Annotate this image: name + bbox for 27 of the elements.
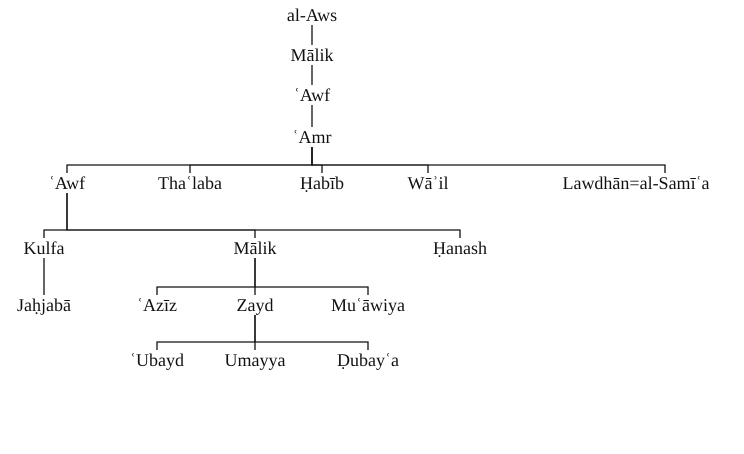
family-line (311, 147, 666, 173)
person-name: Jaḥjabā (16, 295, 72, 315)
person-name: ʿUbayd (129, 350, 185, 370)
person-name: Mālik (290, 45, 334, 65)
family-line (254, 315, 369, 350)
person-name: Ḥabīb (299, 173, 345, 193)
person-name: Umayya (224, 350, 286, 370)
family-line (311, 25, 313, 45)
person-name: Zayd (236, 295, 274, 315)
person-name: Kulfa (22, 238, 66, 258)
person-name: ʿAwf (48, 173, 86, 193)
person-name: ʿAwf (292, 85, 332, 105)
person-name: Ḍubayʿa (336, 350, 400, 370)
person-name: Muʿāwiya (330, 295, 406, 315)
person-name: Lawdhān=al-Samīʿa (561, 173, 711, 193)
person-name: Wāʾil (406, 173, 450, 193)
person-name: Mālik (232, 238, 278, 258)
family-line (254, 258, 369, 295)
family-line (311, 105, 313, 127)
family-line (311, 65, 313, 85)
person-name: Ḥanash (432, 238, 488, 258)
family-line (66, 193, 461, 238)
person-name: ʿAzīz (136, 295, 178, 315)
person-name: Thaʿlaba (157, 173, 223, 193)
person-name: ʿAmr (292, 127, 332, 147)
family-line (43, 258, 45, 295)
person-name: al-Aws (286, 5, 338, 25)
